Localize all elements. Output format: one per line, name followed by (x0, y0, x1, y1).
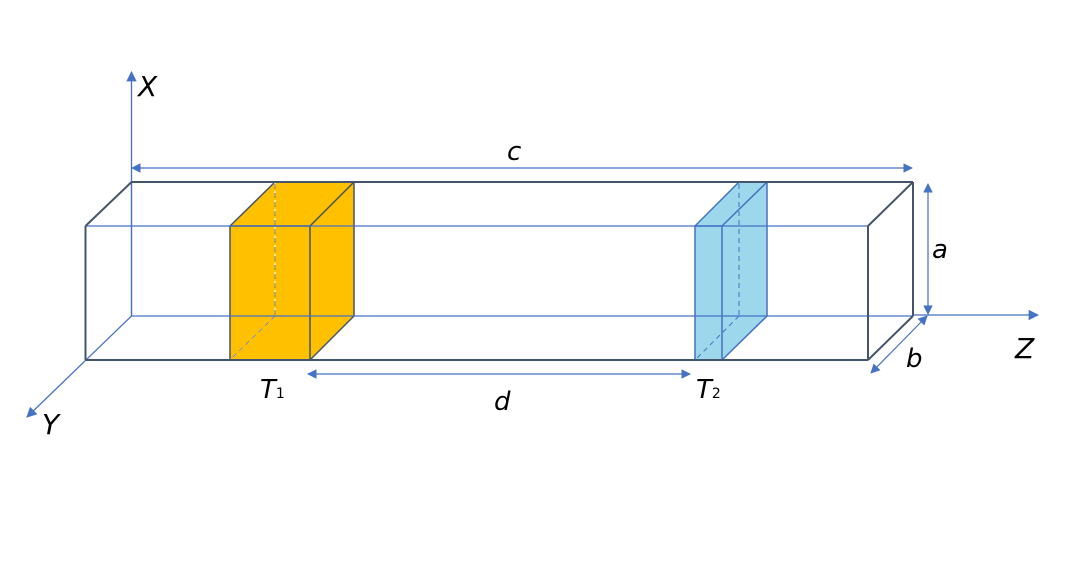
dimension-a-label: a (932, 235, 948, 265)
dimension-b (870, 315, 928, 374)
slab-t2 (694, 181, 768, 361)
y-axis-label: Y (42, 408, 61, 441)
slab-t2-label: T2 (696, 375, 721, 405)
x-axis-label: X (136, 70, 158, 103)
slab-t1 (229, 181, 355, 361)
y-axis (26, 315, 132, 418)
dimension-c-label: c (507, 137, 521, 167)
slab-t1-label: T1 (260, 375, 285, 405)
dimension-d-label: d (494, 387, 511, 417)
z-axis-label: Z (1014, 332, 1035, 365)
waveguide-box (84, 181, 914, 361)
dimension-lines (131, 163, 933, 379)
axes (26, 70, 1040, 418)
dimension-b-label: b (906, 344, 923, 374)
